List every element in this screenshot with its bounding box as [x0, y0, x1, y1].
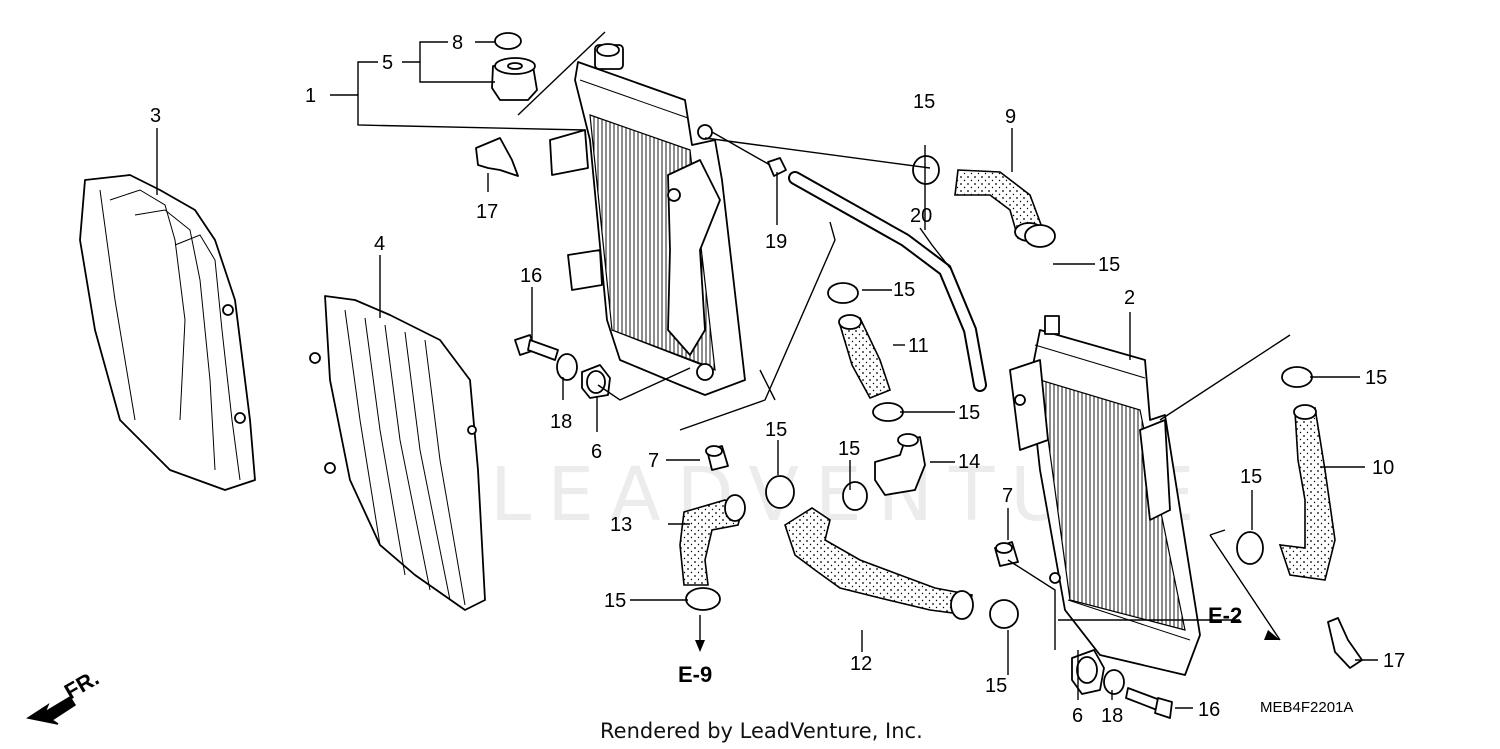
- callout-20: 20: [910, 205, 932, 227]
- front-arrow-icon: FR.: [26, 665, 103, 725]
- callout-15-e: 15: [765, 419, 787, 441]
- washer-part-18-right: [1103, 669, 1125, 695]
- callout-15-c: 15: [893, 279, 915, 301]
- callout-4: 4: [374, 233, 385, 255]
- grommet-part-6-right: [1071, 649, 1105, 695]
- footer-credit: Rendered by LeadVenture, Inc.: [600, 719, 923, 743]
- callout-18-left: 18: [550, 411, 572, 433]
- bolt-part-16-right: [1125, 687, 1173, 719]
- callout-19: 19: [765, 231, 787, 253]
- radiator-grille-part-4: [309, 295, 486, 611]
- hose-part-11: [839, 317, 891, 400]
- callout-15-d: 15: [958, 402, 980, 424]
- callout-8: 8: [452, 32, 463, 54]
- radiator-right-part-2: [1009, 315, 1201, 676]
- arrow-down-e9: [695, 640, 705, 652]
- callout-9: 9: [1005, 106, 1016, 128]
- plug-part-19: [767, 157, 787, 177]
- callout-11: 11: [908, 335, 929, 357]
- collar-part-7-right: [994, 541, 1019, 567]
- callout-16-left: 16: [520, 265, 542, 287]
- radiator-cap-part-5: [491, 57, 538, 101]
- callout-10: 10: [1372, 457, 1394, 479]
- callout-17-right: 17: [1383, 650, 1405, 672]
- collar-part-7-left: [705, 445, 729, 471]
- callout-15-g: 15: [604, 590, 626, 612]
- clip-part-17-left: [475, 137, 519, 177]
- callout-1: 1: [305, 85, 316, 107]
- diagram-code: MEB4F2201A: [1260, 699, 1353, 716]
- o-ring-part-8: [494, 32, 522, 50]
- leader-lines: [156, 31, 1378, 709]
- radiator-shroud-part-3: [79, 174, 256, 491]
- callout-numbers: 1 5 8 3 4 17 16 18 6 7 19 20 15 9 15 15 …: [150, 32, 1405, 727]
- callout-15-a: 15: [913, 91, 935, 113]
- arrow-e2: [1264, 630, 1280, 640]
- bolt-part-16-left: [514, 334, 559, 361]
- grommet-part-6-left: [581, 364, 611, 399]
- callout-14: 14: [958, 451, 980, 473]
- reference-e9[interactable]: E-9: [678, 662, 712, 687]
- hose-part-10: [1278, 407, 1336, 581]
- callout-18-right: 18: [1101, 705, 1123, 727]
- callout-5: 5: [382, 52, 393, 74]
- callout-6-left: 6: [591, 441, 602, 463]
- callout-15-h: 15: [985, 675, 1007, 697]
- callout-6-right: 6: [1072, 705, 1083, 727]
- callout-3: 3: [150, 105, 161, 127]
- elbow-part-14: [874, 436, 926, 496]
- reference-e2[interactable]: E-2: [1208, 603, 1242, 628]
- callout-15-i: 15: [1365, 367, 1387, 389]
- callout-16-right: 16: [1198, 699, 1220, 721]
- callout-12: 12: [850, 653, 872, 675]
- callout-7-left: 7: [648, 450, 659, 472]
- washer-part-18-left: [556, 353, 578, 381]
- clamp-part-15: [685, 155, 1313, 629]
- hose-part-12: [784, 507, 973, 616]
- radiator-left-part-1: [549, 43, 746, 396]
- callout-2: 2: [1124, 287, 1135, 309]
- callout-13: 13: [610, 514, 632, 536]
- callout-15-j: 15: [1240, 466, 1262, 488]
- callout-7-right: 7: [1002, 485, 1013, 507]
- callout-17-left: 17: [476, 201, 498, 223]
- callout-15-f: 15: [838, 438, 860, 460]
- callout-15-b: 15: [1098, 254, 1120, 276]
